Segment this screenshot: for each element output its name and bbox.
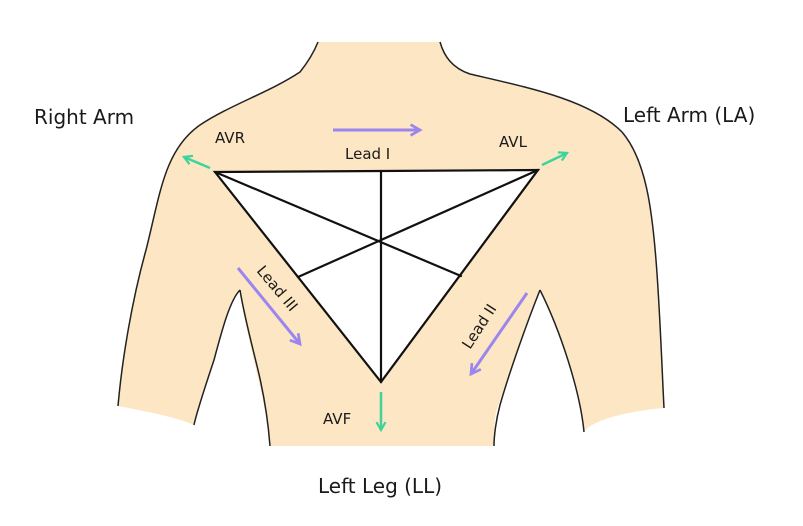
left-arm-label: Left Arm (LA) <box>623 103 755 127</box>
right-arm-label: Right Arm <box>34 105 134 129</box>
lead-2-arrow <box>469 292 529 377</box>
avr-arrow <box>181 154 211 170</box>
lead-1-label: Lead I <box>345 145 390 163</box>
torso-outline <box>117 41 665 447</box>
avr-label: AVR <box>215 129 245 147</box>
median-from-left-arm <box>296 168 540 279</box>
avl-arrow <box>541 151 570 167</box>
median-from-right-arm <box>213 170 463 278</box>
einthoven-triangle <box>212 168 541 384</box>
avf-label: AVF <box>323 410 351 428</box>
lead-3-arrow <box>236 267 302 347</box>
left-leg-label: Left Leg (LL) <box>318 474 442 498</box>
avl-label: AVL <box>499 133 528 151</box>
